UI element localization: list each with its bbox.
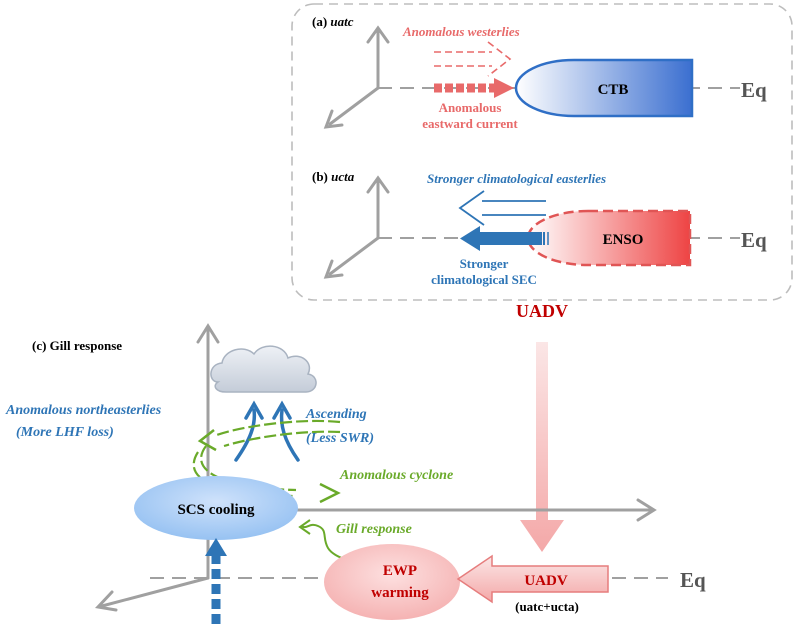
stronger-sec-label: Stronger	[460, 256, 509, 271]
ctb-label: CTB	[598, 82, 629, 98]
panel-b-label: (b) ucta	[312, 169, 355, 184]
ascending-label-2: (Less SWR)	[306, 431, 374, 446]
uadv-title: UADV	[516, 301, 568, 321]
panel-b-axes	[323, 175, 390, 279]
anomalous-eastward-current-label: Anomalous	[439, 100, 502, 115]
panel-a-axes	[323, 25, 390, 129]
uadv-arrow-sublabel: (uatc+ucta)	[515, 599, 579, 614]
panel-a-eq: Eq	[741, 78, 767, 102]
uadv-west-arrow	[456, 554, 609, 604]
anomalous-northeasterlies-label: Anomalous northeasterlies	[5, 403, 162, 418]
gill-response-arrow-head	[298, 519, 311, 535]
ascending-label: Ascending	[305, 407, 367, 422]
panel-c-label: (c) Gill response	[32, 338, 122, 353]
panel-b-eq: Eq	[741, 228, 767, 252]
stronger-easterlies-label: Stronger climatological easterlies	[427, 171, 606, 186]
cloud-icon	[210, 345, 317, 393]
panel-a-label: (a) uatc	[312, 14, 354, 29]
anomalous-cyclone-head-west	[197, 429, 217, 452]
anomalous-eastward-current-arrow	[434, 78, 514, 98]
ctb-box	[514, 58, 694, 118]
scs-cooling-ellipse	[134, 476, 298, 540]
ewp-warming-ellipse	[324, 544, 460, 620]
anomalous-eastward-current-label-2: eastward current	[422, 116, 518, 131]
anomalous-cyclone-head-east	[319, 482, 341, 504]
anomalous-westerlies-label: Anomalous westerlies	[402, 24, 520, 39]
stronger-sec-arrow	[460, 226, 549, 251]
stronger-sec-label-2: climatological SEC	[431, 272, 537, 287]
panel-c-eq: Eq	[680, 568, 706, 592]
uadv-down-arrow	[520, 342, 564, 552]
ewp-warming-label-2: warming	[371, 585, 429, 601]
scs-cooling-label: SCS cooling	[177, 502, 255, 518]
enso-label: ENSO	[603, 232, 644, 248]
ewp-warming-label: EWP	[383, 563, 417, 579]
stronger-easterlies-arrow	[458, 190, 546, 226]
anomalous-cyclone-label: Anomalous cyclone	[339, 468, 453, 483]
scs-upward-arrow	[205, 538, 227, 624]
anomalous-northeasterlies-label-2: (More LHF loss)	[16, 425, 114, 440]
panel-ab-frame	[291, 3, 793, 301]
uadv-arrow-label: UADV	[524, 573, 567, 589]
ascending-arrows	[234, 400, 300, 462]
gill-response-label: Gill response	[336, 522, 412, 537]
anomalous-westerlies-arrow	[434, 41, 512, 77]
